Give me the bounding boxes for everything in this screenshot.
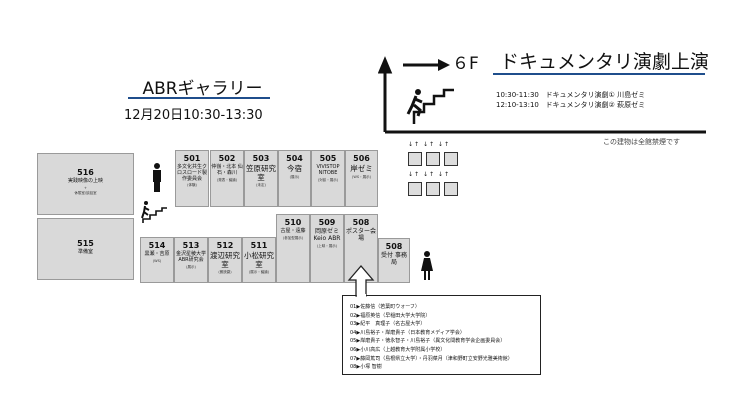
room-number: 511 [250,241,268,250]
room-name: 多文化共生クロスロード製作委員会 [176,164,207,182]
schedule-item: 10:30-11:30 ドキュメンタリ演劇① 川島ゼミ [496,90,645,100]
room-number: 506 [353,154,370,163]
room-sub: (上映・展示) [316,243,338,248]
room-number: 512 [216,241,234,250]
room-name: 岡原ゼミ Keio ABR [313,228,341,243]
room-number: 515 [77,239,94,248]
room-sub: (対談・展示) [317,177,339,182]
floor-label: ６F [452,54,479,74]
room-name: 受付 事務局 [381,252,407,267]
room-sub: (WS) [152,258,162,263]
room-name: 岸ゼミ [350,164,373,174]
room-name: 今宿 [287,164,302,174]
room-name: 準備室 [77,249,93,256]
list-item: 07▶藤岡篤司（島根県立大学）・丹羽菜月（津和野町立安野光雅美術館） [350,355,513,362]
room-sub: (参加型展示) [282,235,304,240]
abr-title: ABRギャラリー [142,79,263,99]
callout-arrow-icon [347,265,375,297]
time: 12:10-13:10 [496,101,539,109]
room-number: 504 [286,154,303,163]
room-number: 514 [148,241,166,250]
no-smoking-notice: この建物は全館禁煙です [603,138,680,146]
room-number: 516 [77,168,94,177]
list-item: 06▶小川高広（上越教育大学附属小学校） [350,346,446,353]
stairs-icon [141,201,167,223]
room-sub: (未定) [256,183,266,188]
mens-restroom-icon [153,163,161,192]
room-name: VIVISTOP NITOBE [316,164,340,176]
desc: ドキュメンタリ演劇① 川島ゼミ [545,91,646,99]
room-name: 古屋・遠藤 [280,228,306,235]
room-number: 503 [252,154,270,163]
abr-date: 12月20日10:30-13:30 [124,108,263,123]
room-number: 509 [318,218,336,227]
list-item: 03▶紀平 真理子（名古屋大学） [350,321,426,328]
schedule: 10:30-11:30 ドキュメンタリ演劇① 川島ゼミ 12:10-13:10 … [496,90,645,110]
sixth-title: ドキュメンタリ演劇上演 [500,51,710,73]
poster-list: 01▶佐藤信（若葉町ウォーフ） 02▶福原英信（早稲田大学大学院） 03▶紀平 … [342,295,541,375]
schedule-item: 12:10-13:10 ドキュメンタリ演劇② 萩原ゼミ [496,100,645,110]
room-name: 実践映像の上映 [67,178,103,185]
room-name: 仲嶺・北本 仙石・森川 [211,164,243,176]
room-name: ポスター会場 [345,228,376,243]
room-sub: (展示) [289,174,300,179]
room-sub: + [84,185,87,190]
room-name: 金沢星稜大学 ABR研究会 [175,251,206,263]
room-number: 510 [284,218,302,227]
list-item: 04▶川島裕子・岸磨貴子（日本教育メディア学会） [350,329,465,336]
list-item: 01▶佐藤信（若葉町ウォーフ） [350,304,420,310]
room-number: 508 [352,218,370,227]
room-sub: 休憩室/談話室 [74,190,97,195]
list-item: 08▶小塚 智樹 [350,364,382,371]
route-arrow-icon [378,56,706,134]
room-sub: (展示) [186,264,196,269]
room-sub: (WS・展示) [352,174,371,179]
womens-restroom-icon [421,251,433,280]
room-number: 502 [218,154,236,163]
desc: ドキュメンタリ演劇② 萩原ゼミ [545,101,646,109]
room-sub: (展示・議論) [248,270,270,275]
room-number: 501 [183,154,201,163]
list-item: 05▶岸磨貴子・徳永智子・川島裕子（異文化間教育学会企画委員会） [350,338,506,345]
room-name: 小松研究室 [244,251,274,269]
room-number: 513 [182,241,200,250]
room-number: 508 [385,242,403,251]
room-name: 黒瀬・吉原 [144,251,170,258]
room-name: 笠原研究室 [246,164,276,182]
room-name: 渡辺研究室 [210,251,240,269]
list-item: 02▶福原英信（早稲田大学大学院） [350,312,431,319]
sixth-underline [493,73,705,75]
callout-gap [357,294,366,297]
abr-underline [128,97,270,99]
room-sub: (体験) [187,183,197,188]
room-sub: (発表・議論) [216,177,238,182]
room-number: 505 [319,154,337,163]
room-sub: (朗読劇) [218,270,232,275]
time: 10:30-11:30 [496,91,539,99]
